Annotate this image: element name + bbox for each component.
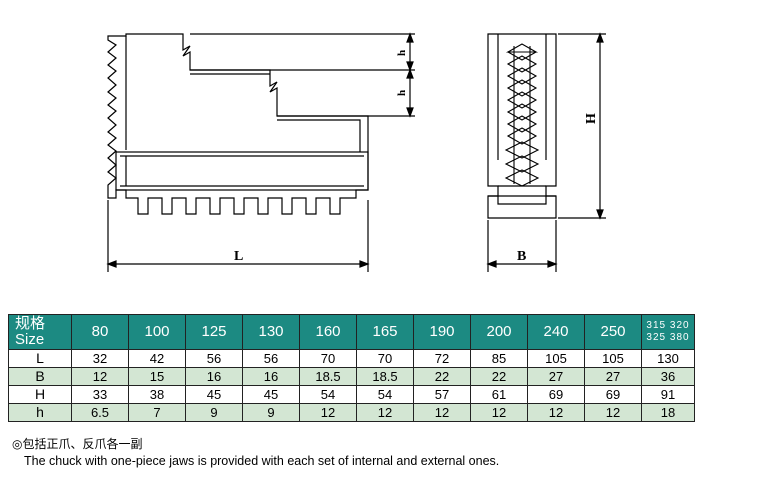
front-view <box>486 32 606 272</box>
spec-table-cell: 57 <box>413 385 471 404</box>
spec-table-cell: 72 <box>413 349 471 368</box>
size-250: 250 <box>584 314 642 350</box>
spec-table-cell: 12 <box>356 403 414 422</box>
size-100: 100 <box>128 314 186 350</box>
front-view-inner-lines <box>488 34 556 197</box>
front-view-serration <box>504 43 540 187</box>
spec-table-cell: 38 <box>128 385 186 404</box>
row-label: h <box>8 403 72 422</box>
spec-table-cell: 12 <box>527 403 585 422</box>
row-label: L <box>8 349 72 368</box>
spec-table: 规格 Size 80 100 125 130 160 165 190 200 2… <box>8 314 695 422</box>
size-160: 160 <box>299 314 357 350</box>
spec-table-cell: 70 <box>356 349 414 368</box>
spec-table-cell: 130 <box>641 349 695 368</box>
spec-table-cell: 32 <box>71 349 129 368</box>
spec-table-cell: 12 <box>71 367 129 386</box>
dimension-L-label: L <box>234 249 243 264</box>
side-view-band-inner <box>120 155 364 187</box>
dimension-h1-label: h <box>396 50 408 56</box>
spec-table-cell: 91 <box>641 385 695 404</box>
header-label-en: Size <box>15 331 45 348</box>
dimension-h <box>190 32 415 118</box>
spec-table-cell: 22 <box>413 367 471 386</box>
spec-table-cell: 18 <box>641 403 695 422</box>
spec-table-cell: 27 <box>527 367 585 386</box>
spec-table-cell: 70 <box>299 349 357 368</box>
spec-table-cell: 45 <box>185 385 243 404</box>
dimension-h2-label: h <box>396 90 408 96</box>
spec-table-cell: 33 <box>71 385 129 404</box>
note-english: The chuck with one-piece jaws is provide… <box>24 454 500 468</box>
spec-table-cell: 27 <box>584 367 642 386</box>
spec-table-cell: 12 <box>470 403 528 422</box>
size-80: 80 <box>71 314 129 350</box>
spec-table-cell: 18.5 <box>299 367 357 386</box>
spec-table-header-row: 规格 Size 80 100 125 130 160 165 190 200 2… <box>8 314 695 350</box>
dimension-B <box>486 220 558 272</box>
chuck-jaw-drawing: L B H h h <box>106 32 606 272</box>
size-240: 240 <box>527 314 585 350</box>
spec-table-cell: 9 <box>242 403 300 422</box>
size-325-380: 325 380 <box>646 332 690 343</box>
spec-table-cell: 36 <box>641 367 695 386</box>
spec-table-cell: 61 <box>470 385 528 404</box>
size-200: 200 <box>470 314 528 350</box>
spec-table-cell: 18.5 <box>356 367 414 386</box>
size-315-380: 315 320 325 380 <box>641 314 695 350</box>
size-190: 190 <box>413 314 471 350</box>
spec-table-cell: 42 <box>128 349 186 368</box>
side-view-band <box>115 151 369 191</box>
dimension-H-label: H <box>584 113 599 124</box>
dimension-H <box>558 32 606 220</box>
spec-table-cell: 16 <box>185 367 243 386</box>
size-130: 130 <box>242 314 300 350</box>
size-125: 125 <box>185 314 243 350</box>
spec-table-cell: 12 <box>299 403 357 422</box>
size-315-320: 315 320 <box>646 320 690 331</box>
spec-table-cell: 12 <box>584 403 642 422</box>
row-label: H <box>8 385 72 404</box>
spec-table-cell: 69 <box>527 385 585 404</box>
spec-table-cell: 105 <box>527 349 585 368</box>
spec-table-cell: 6.5 <box>71 403 129 422</box>
spec-table-cell: 105 <box>584 349 642 368</box>
dimension-B-label: B <box>517 249 526 264</box>
spec-table-cell: 56 <box>185 349 243 368</box>
spec-table-cell: 69 <box>584 385 642 404</box>
spec-table-cell: 45 <box>242 385 300 404</box>
spec-table-cell: 15 <box>128 367 186 386</box>
spec-table-cell: 9 <box>185 403 243 422</box>
row-label: B <box>8 367 72 386</box>
header-label-cell: 规格 Size <box>8 314 72 350</box>
spec-table-cell: 54 <box>356 385 414 404</box>
side-view <box>106 32 415 272</box>
front-view-base-notches <box>497 196 547 205</box>
header-label-cn: 规格 <box>15 315 46 332</box>
side-view-inner-line <box>125 36 361 152</box>
spec-table-cell: 7 <box>128 403 186 422</box>
dimension-L <box>106 200 370 272</box>
spec-table-cell: 16 <box>242 367 300 386</box>
spec-table-cell: 54 <box>299 385 357 404</box>
note-chinese: ◎包括正爪、反爪各一副 <box>12 437 143 451</box>
spec-table-cell: 12 <box>413 403 471 422</box>
spec-table-cell: 56 <box>242 349 300 368</box>
side-view-outline <box>107 33 369 215</box>
spec-table-cell: 85 <box>470 349 528 368</box>
spec-table-cell: 22 <box>470 367 528 386</box>
size-165: 165 <box>356 314 414 350</box>
